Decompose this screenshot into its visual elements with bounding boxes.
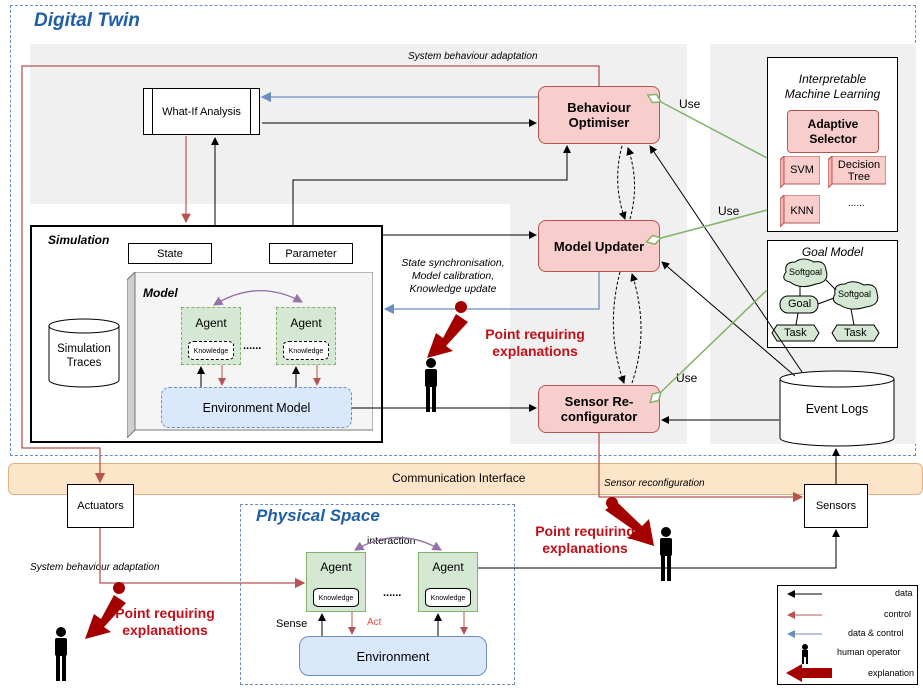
sense-label: Sense xyxy=(276,618,308,630)
task-1: Task xyxy=(784,327,807,339)
sync-label: State synchronisation, Model calibration… xyxy=(401,257,505,295)
model-knowledge-1: Knowledge xyxy=(188,341,234,360)
explanation-text-2: Point requiring explanations xyxy=(535,523,635,556)
adaptation-label-top: System behaviour adaptation xyxy=(408,51,538,62)
physical-space-title: Physical Space xyxy=(256,506,380,525)
knn-block: KNN xyxy=(778,193,822,229)
explanation-text-1: Point requiring explanations xyxy=(485,326,585,359)
state-box: State xyxy=(128,243,212,264)
use-label-1: Use xyxy=(679,97,701,111)
event-logs-cylinder: Event Logs xyxy=(779,370,895,447)
behaviour-optimiser-label: Behaviour Optimiser xyxy=(567,100,631,130)
legend-data: data xyxy=(895,588,913,598)
model-title: Model xyxy=(143,286,178,300)
goal-label: Goal xyxy=(788,298,812,310)
iml-title-2: Machine Learning xyxy=(784,87,881,101)
goal-model-title: Goal Model xyxy=(801,245,864,259)
event-logs-label: Event Logs xyxy=(805,402,869,416)
softgoal-1: Softgoal xyxy=(789,267,823,277)
legend-control: control xyxy=(884,609,912,619)
parameter-box: Parameter xyxy=(269,243,353,264)
physical-agent-dots: ...... xyxy=(383,587,402,599)
what-if-label: What-If Analysis xyxy=(162,105,241,118)
legend-data-control: data & control xyxy=(848,628,904,638)
model-updater-box: Model Updater xyxy=(538,220,660,272)
use-label-3: Use xyxy=(676,371,698,385)
physical-knowledge-2: Knowledge xyxy=(425,588,471,607)
sensor-reconfiguration-label: Sensor reconfiguration xyxy=(604,478,705,489)
task-2: Task xyxy=(844,327,867,339)
interaction-label: interaction xyxy=(367,535,416,547)
sensor-reconfigurator-label: Sensor Re-configurator xyxy=(560,394,638,424)
model-updater-label: Model Updater xyxy=(553,238,645,254)
physical-knowledge-1: Knowledge xyxy=(313,588,359,607)
legend-explanation: explanation xyxy=(868,668,915,678)
legend-human-operator: human operator xyxy=(837,647,901,657)
adaptive-selector-box: Adaptive Selector xyxy=(787,110,879,153)
simulation-traces-cylinder: Simulation Traces xyxy=(48,318,120,388)
what-if-analysis-box: What-If Analysis xyxy=(143,88,260,135)
model-agent-dots: ...... xyxy=(243,340,262,352)
explanation-text-3: Point requiring explanations xyxy=(115,605,215,638)
svm-block: SVM xyxy=(778,154,822,190)
communication-interface-label: Communication Interface xyxy=(392,471,526,485)
actuators-box: Actuators xyxy=(67,484,134,528)
iml-dots: ...... xyxy=(848,198,865,209)
use-label-2: Use xyxy=(718,204,740,218)
iml-title-1: Interpretable xyxy=(798,72,867,86)
model-knowledge-2: Knowledge xyxy=(283,341,329,360)
simulation-title: Simulation xyxy=(48,233,110,247)
simulation-traces-label: Simulation Traces xyxy=(57,343,111,369)
environment-model-box: Environment Model xyxy=(161,387,352,428)
decision-tree-block: Decision Tree xyxy=(826,154,888,190)
act-label: Act xyxy=(367,617,382,628)
behaviour-optimiser-box: Behaviour Optimiser xyxy=(538,86,660,144)
bottom-adaptation-label: System behaviour adaptation xyxy=(30,562,160,573)
physical-space-boundary xyxy=(240,504,515,685)
sensor-reconfigurator-box: Sensor Re-configurator xyxy=(538,385,660,433)
digital-twin-title: Digital Twin xyxy=(34,10,140,31)
sensors-box: Sensors xyxy=(804,484,868,528)
environment-box: Environment xyxy=(299,636,487,676)
softgoal-2: Softgoal xyxy=(838,289,872,299)
